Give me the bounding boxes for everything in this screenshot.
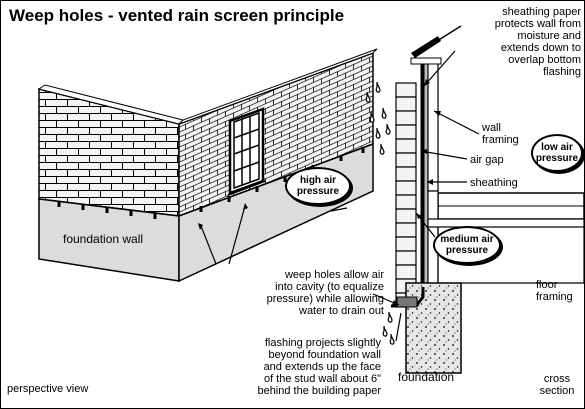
sheathing-paper-line-3: moisture and	[517, 30, 581, 42]
label-sheathing: sheathing	[470, 177, 518, 189]
label-floor-framing: floor framing	[536, 279, 573, 303]
sheathing-paper-line-2: protects wall from	[494, 18, 581, 30]
wall-framing-line-1: wall	[482, 122, 501, 134]
sheathing-paper-line-4: extends down to	[500, 42, 581, 54]
floor-framing-line-2: framing	[536, 291, 573, 303]
flashing-line-1: flashing projects slightly	[264, 337, 381, 349]
weep-holes-line-3: pressure) while allowing	[266, 293, 384, 305]
label-foundation-wall: foundation wall	[63, 232, 144, 246]
label-weep-holes: weep holes allow air into cavity (to equ…	[214, 269, 384, 317]
label-flashing: flashing projects slightly beyond founda…	[221, 337, 381, 397]
sheathing-paper-line-5: overlap bottom	[508, 54, 581, 66]
label-foundation: foundation	[398, 370, 455, 384]
flashing-line-2: beyond foundation wall	[268, 349, 381, 361]
weep-holes-line-4: water to drain out	[299, 305, 384, 317]
label-sheathing-paper: sheathing paper protects wall from moist…	[443, 6, 581, 78]
bubble-high-air-pressure: high air pressure	[285, 167, 351, 205]
cross-section	[365, 25, 584, 374]
weep-holes-line-1: weep holes allow air	[284, 269, 384, 281]
label-air-gap: air gap	[470, 154, 504, 166]
floor-framing-line-1: floor	[536, 279, 558, 291]
bubble-low-air-pressure: low air pressure	[531, 134, 583, 172]
perspective-wall	[37, 48, 378, 283]
window	[227, 107, 266, 196]
cross-section-line-2: section	[539, 385, 575, 397]
flashing-line-4: of the stud wall about 6"	[263, 373, 381, 385]
weep-holes-line-2: into cavity (to equalize	[275, 281, 384, 293]
label-wall-framing: wall framing	[482, 122, 519, 146]
sheathing-paper-line-6: flashing	[543, 66, 581, 78]
wall-framing-line-2: framing	[482, 134, 519, 146]
flashing-line-5: behind the building paper	[257, 385, 381, 397]
label-cross-section: cross section	[534, 373, 580, 397]
cross-section-line-1: cross	[543, 373, 571, 385]
label-perspective-view: perspective view	[7, 383, 89, 395]
flashing-line-3: and extends up the face	[263, 361, 381, 373]
diagram-title: Weep holes - vented rain screen principl…	[9, 6, 345, 25]
bubble-medium-air-pressure: medium air pressure	[433, 226, 501, 264]
sheathing-paper-line-1: sheathing paper	[502, 6, 581, 18]
